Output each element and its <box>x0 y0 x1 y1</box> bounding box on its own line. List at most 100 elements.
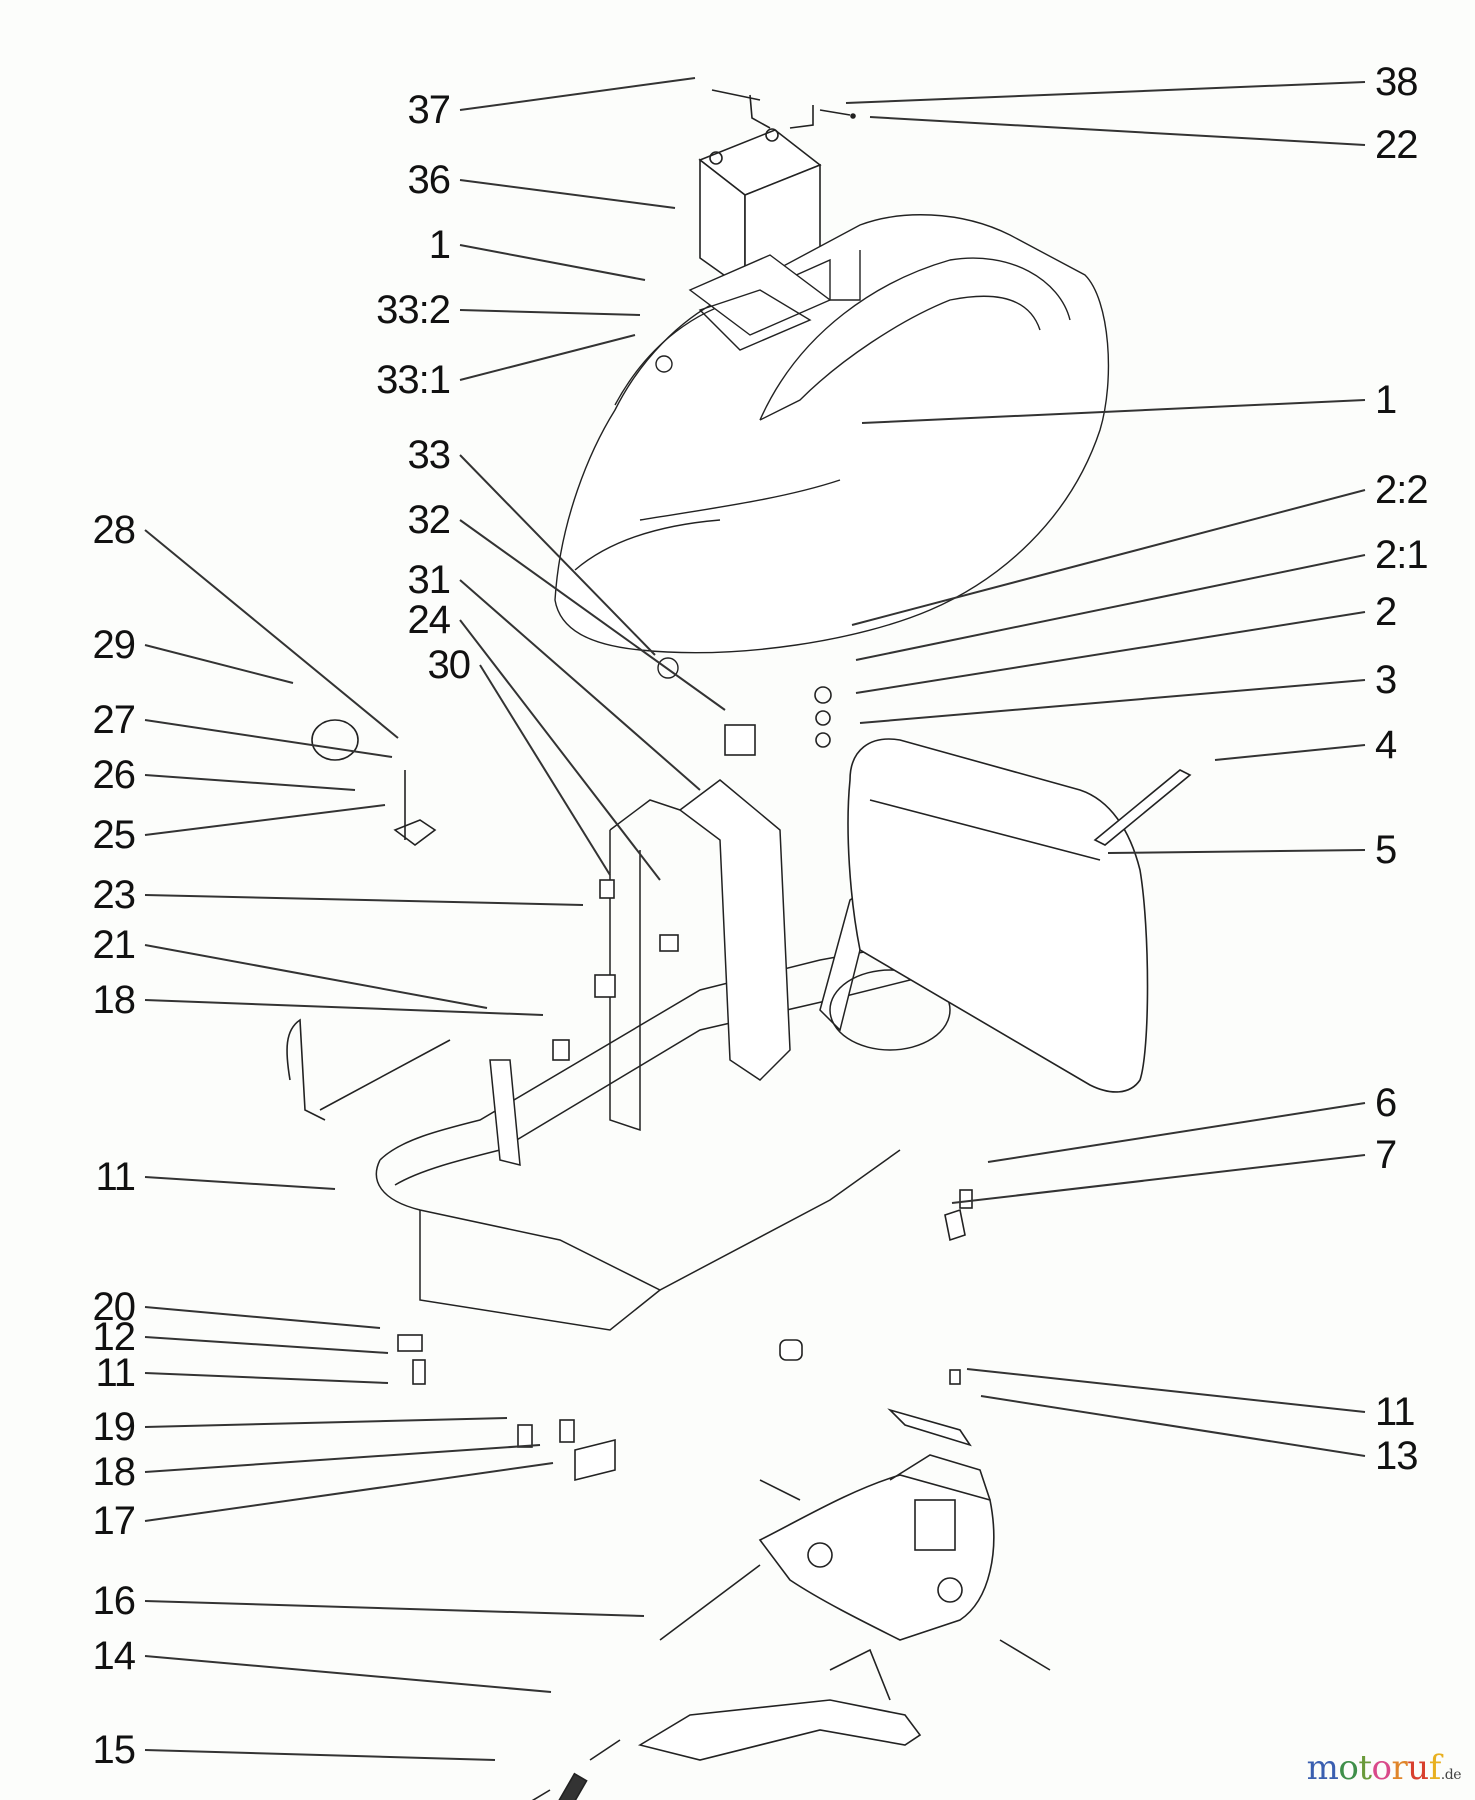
fasteners <box>552 686 973 1447</box>
leader-line-11 <box>144 1372 389 1384</box>
watermark-brand: motoruf <box>1306 1748 1442 1788</box>
leader-line-25 <box>144 804 386 836</box>
callout-19: 19 <box>92 1405 137 1449</box>
leader-lines <box>144 77 1366 1761</box>
callout-15: 15 <box>92 1728 137 1772</box>
switch-assembly <box>397 1334 616 1482</box>
leader-line-26 <box>144 774 356 791</box>
leader-line-27 <box>144 719 393 758</box>
callout-24: 24 <box>407 598 452 642</box>
callout-2-2: 2:2 <box>1375 468 1429 512</box>
leader-line-15 <box>144 1749 496 1761</box>
leader-line-23 <box>144 894 584 906</box>
leader-line-1 <box>459 244 646 281</box>
pedal-assembly <box>637 1564 922 1761</box>
leader-line-6 <box>987 1102 1366 1163</box>
callout-21: 21 <box>92 923 137 967</box>
leader-line-31 <box>459 579 701 791</box>
watermark-suffix: .de <box>1440 1767 1462 1783</box>
callout-18: 18 <box>92 1450 137 1494</box>
knob-assembly <box>286 719 451 1121</box>
watermark: motoruf.de <box>1306 1748 1462 1788</box>
watermark-letter: o <box>1338 1748 1359 1788</box>
leader-line-21 <box>144 944 488 1009</box>
leader-line-18 <box>144 1444 541 1473</box>
watermark-letter: o <box>1371 1748 1392 1788</box>
callout-17: 17 <box>92 1499 137 1543</box>
fender-panel <box>847 738 1149 1093</box>
callout-33-2: 33:2 <box>376 288 451 332</box>
leader-line-2-1 <box>855 554 1366 661</box>
watermark-letter: u <box>1407 1748 1429 1788</box>
callout-4: 4 <box>1375 723 1397 767</box>
leader-line-37 <box>459 77 696 111</box>
leader-line-19 <box>144 1417 508 1428</box>
leader-line-30 <box>479 664 611 876</box>
leader-line-33-2 <box>459 309 641 316</box>
transmission <box>758 1454 1051 1671</box>
leader-line-22 <box>869 116 1366 146</box>
callout-31: 31 <box>407 558 452 602</box>
leader-line-13 <box>980 1395 1366 1457</box>
watermark-letter: m <box>1306 1748 1339 1788</box>
callout-33: 33 <box>407 433 452 477</box>
leader-line-17 <box>144 1462 554 1522</box>
callout-11: 11 <box>1375 1390 1416 1434</box>
hood <box>554 214 1110 679</box>
watermark-letter: f <box>1428 1748 1442 1788</box>
tie-bar <box>1093 769 1192 846</box>
callout-36: 36 <box>407 158 452 202</box>
callout-3: 3 <box>1375 658 1397 702</box>
leader-line-3 <box>859 679 1366 724</box>
callout-37: 37 <box>407 88 452 132</box>
spring <box>531 1739 621 1800</box>
callout-20: 20 <box>92 1285 137 1329</box>
callout-16: 16 <box>92 1579 137 1623</box>
leader-line-33 <box>459 454 656 656</box>
leader-line-14 <box>144 1655 552 1693</box>
leader-line-7 <box>951 1154 1366 1204</box>
callout-5: 5 <box>1375 828 1397 872</box>
leader-line-32 <box>459 519 726 711</box>
leader-line-12 <box>144 1336 389 1354</box>
callout-38: 38 <box>1375 60 1418 104</box>
callout-1: 1 <box>1375 378 1397 422</box>
leader-line-28 <box>144 529 399 739</box>
leader-line-24 <box>459 619 661 881</box>
callout-6: 6 <box>1375 1081 1397 1125</box>
callout-2: 2 <box>1375 590 1397 634</box>
leader-line-5 <box>1107 849 1366 854</box>
leader-line-29 <box>144 644 294 684</box>
callout-32: 32 <box>407 498 452 542</box>
leader-line-33-1 <box>459 334 636 381</box>
battery-hardware <box>711 89 856 129</box>
callout-2-1: 2:1 <box>1375 533 1429 577</box>
callout-28: 28 <box>92 508 137 552</box>
callout-11: 11 <box>95 1155 136 1199</box>
callout-23: 23 <box>92 873 137 917</box>
leader-line-11 <box>144 1176 336 1190</box>
leader-line-2-2 <box>851 489 1366 626</box>
callout-33-1: 33:1 <box>376 358 451 402</box>
callout-7: 7 <box>1375 1133 1397 1177</box>
callout-29: 29 <box>92 623 137 667</box>
callout-12: 12 <box>92 1315 137 1359</box>
callout-18: 18 <box>92 978 137 1022</box>
leader-line-36 <box>459 179 676 209</box>
leader-line-11 <box>966 1368 1366 1413</box>
watermark-letter: r <box>1391 1748 1408 1788</box>
leader-line-16 <box>144 1600 645 1617</box>
callout-22: 22 <box>1375 123 1418 167</box>
callout-1: 1 <box>428 223 451 267</box>
leader-line-2 <box>855 611 1366 694</box>
leader-line-1 <box>861 399 1366 424</box>
leader-line-38 <box>845 81 1366 104</box>
callout-11: 11 <box>95 1351 136 1395</box>
callout-25: 25 <box>92 813 137 857</box>
callout-13: 13 <box>1375 1434 1418 1478</box>
leader-line-20 <box>144 1306 381 1329</box>
callout-26: 26 <box>92 753 137 797</box>
watermark-letter: t <box>1358 1748 1372 1788</box>
callout-14: 14 <box>92 1634 137 1678</box>
